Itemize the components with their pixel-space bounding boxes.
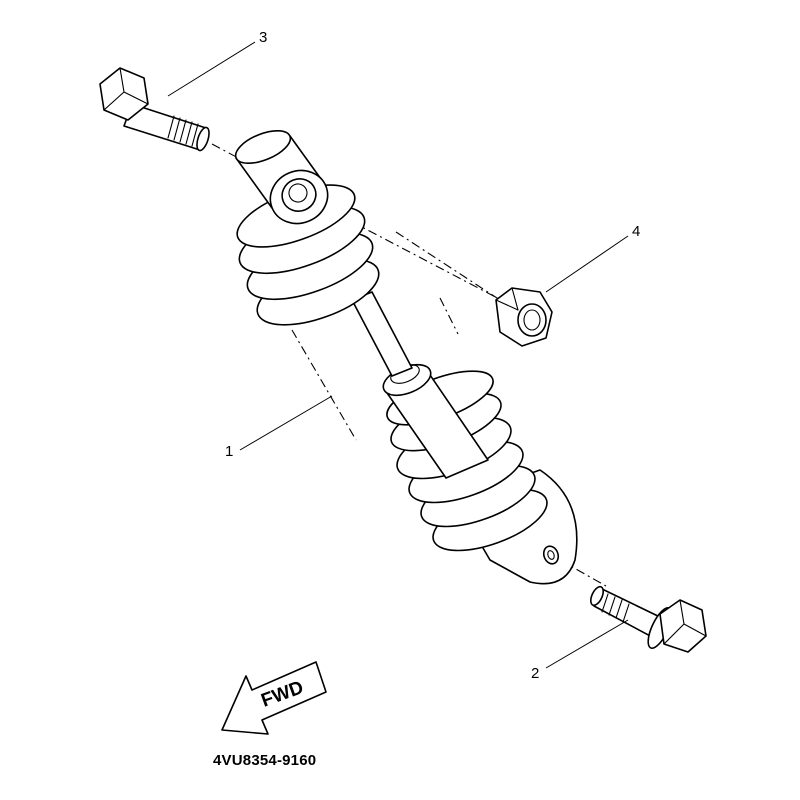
callout-1: 1 [225,443,234,460]
lower-bolt-part [590,585,707,653]
diagram-part-code: 4VU8354-9160 [213,752,317,769]
callout-4: 4 [632,223,641,240]
fwd-direction-arrow: FWD [221,661,327,735]
upper-bolt-part [99,67,210,152]
shock-absorber-part [234,129,578,585]
nut-part [495,287,553,347]
callout-3: 3 [259,29,268,46]
callout-2: 2 [531,665,540,682]
callout-leaders [167,41,629,669]
